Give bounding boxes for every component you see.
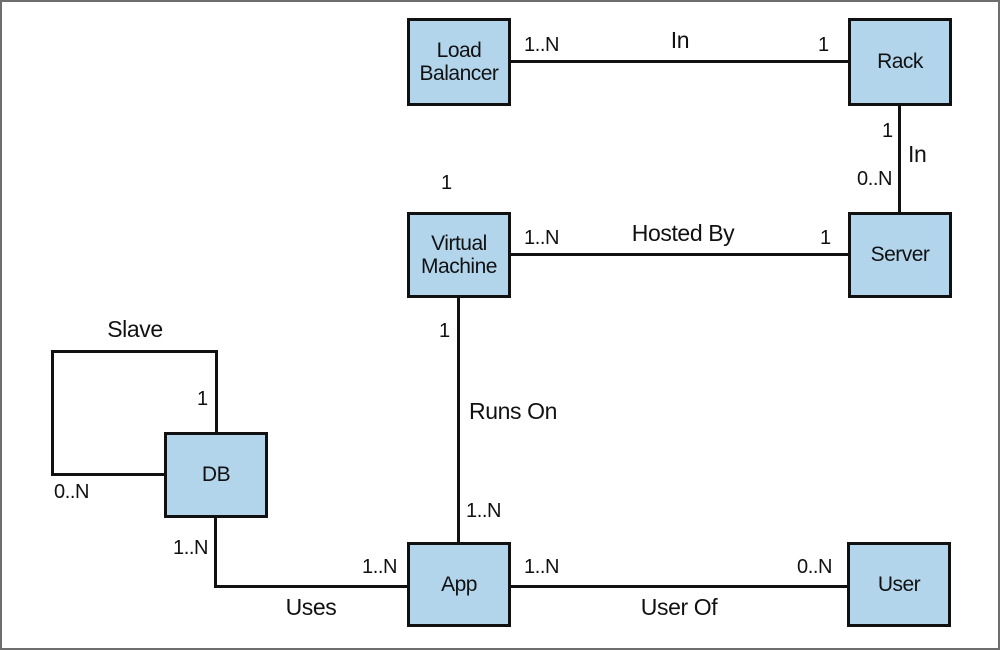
cardinality-label: 1..N xyxy=(524,34,560,56)
entity-label: User xyxy=(877,572,921,596)
connector-db-app-horizontal xyxy=(214,585,410,588)
cardinality-label: 0..N xyxy=(857,168,893,190)
cardinality-label: 1 xyxy=(820,227,831,249)
connector-db-slave-left xyxy=(51,350,54,476)
entity-rack: Rack xyxy=(848,18,952,106)
relationship-label: In xyxy=(908,141,927,167)
cardinality-label: 1..N xyxy=(362,556,398,578)
entity-db: DB xyxy=(164,432,268,518)
entity-user: User xyxy=(847,542,951,627)
entity-label: App xyxy=(441,572,477,596)
cardinality-label: 0..N xyxy=(797,556,833,578)
connector-db-app-vertical xyxy=(214,516,217,588)
cardinality-label: 1..N xyxy=(524,227,560,249)
entity-virtual-machine: Virtual Machine xyxy=(407,212,511,298)
connector-db-slave-top xyxy=(51,350,218,353)
relationship-label: Uses xyxy=(285,594,337,620)
connector-loadbalancer-rack xyxy=(511,60,848,63)
cardinality-label: 1 xyxy=(197,388,208,410)
cardinality-label: 1..N xyxy=(524,556,560,578)
entity-app: App xyxy=(407,542,511,627)
relationship-label: Runs On xyxy=(469,398,557,424)
entity-label: DB xyxy=(201,463,231,487)
connector-vm-server xyxy=(511,253,848,256)
cardinality-label: 1 xyxy=(439,320,450,342)
entity-label: Virtual Machine xyxy=(421,231,497,278)
cardinality-label: 1 xyxy=(882,120,893,142)
entity-label: Load Balancer xyxy=(419,38,499,85)
relationship-label: In xyxy=(670,27,690,53)
relationship-label: User Of xyxy=(640,594,718,620)
cardinality-label: 1..N xyxy=(466,500,502,522)
cardinality-label: 0..N xyxy=(54,481,90,503)
connector-db-slave-bottom xyxy=(51,473,168,476)
cardinality-label: 1 xyxy=(818,34,829,56)
cardinality-label: 1 xyxy=(441,172,452,194)
connector-vm-app xyxy=(457,298,460,542)
connector-db-slave-right xyxy=(215,350,218,434)
connector-rack-server xyxy=(898,106,901,212)
connector-app-user xyxy=(511,585,847,588)
cardinality-label: 1..N xyxy=(173,537,209,559)
relationship-label: Slave xyxy=(107,316,163,342)
relationship-label: Hosted By xyxy=(631,220,735,246)
entity-label: Server xyxy=(870,243,930,267)
entity-load-balancer: Load Balancer xyxy=(407,18,511,106)
entity-server: Server xyxy=(848,212,952,298)
entity-label: Rack xyxy=(877,50,923,74)
